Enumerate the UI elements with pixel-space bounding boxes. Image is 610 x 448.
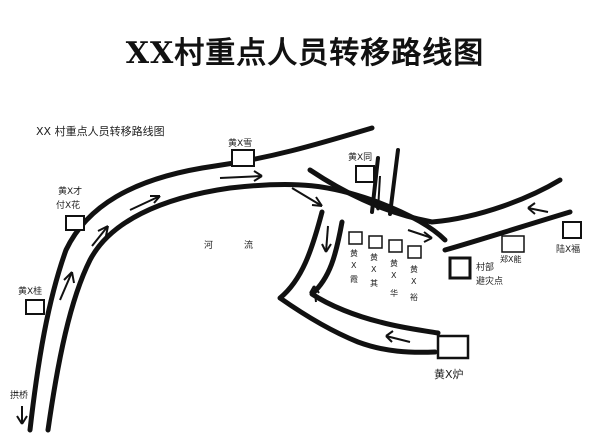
house-huang-gui xyxy=(25,299,45,315)
label-river-2: 流 xyxy=(244,239,253,251)
label-bridge: 拱桥 xyxy=(10,389,28,401)
road-east-lower xyxy=(442,209,573,253)
label-fu-hua: 付X花 xyxy=(56,199,80,211)
house-huang-yu xyxy=(407,245,422,259)
label-huang-yu-2: X xyxy=(411,277,417,286)
label-huang-hua-2: X xyxy=(391,271,397,280)
label-huang-lu: 黄X炉 xyxy=(434,367,464,381)
house-huang-qi xyxy=(368,235,383,249)
label-shelter-1: 村部 xyxy=(476,261,494,273)
label-shelter-2: 避灾点 xyxy=(476,275,503,287)
house-huang-lu xyxy=(436,334,470,360)
label-huang-yu-3: 裕 xyxy=(410,292,418,302)
road-east-upper xyxy=(307,167,563,225)
house-zheng-neng xyxy=(501,235,525,253)
house-lu-fu xyxy=(562,221,582,239)
label-lu-fu: 陆X福 xyxy=(556,243,580,255)
label-river-1: 河 xyxy=(204,239,213,251)
label-huang-cai: 黄X才 xyxy=(58,185,82,197)
label-huang-qi-3: 其 xyxy=(370,279,378,288)
label-huang-qi-1: 黄 xyxy=(370,252,378,262)
house-huang-xia xyxy=(348,231,363,245)
label-huang-gui: 黄X桂 xyxy=(18,285,42,297)
label-huang-tong: 黄X同 xyxy=(348,151,372,163)
house-huang-tong xyxy=(355,165,375,183)
label-huang-xia-3: 霞 xyxy=(350,275,358,284)
house-huang-cai xyxy=(65,215,85,231)
house-huang-xue xyxy=(231,149,255,167)
road-north-branch-a xyxy=(370,156,380,214)
road-north-branch-b xyxy=(388,148,400,216)
map-caption: XX 村重点人员转移路线图 xyxy=(36,124,165,138)
label-huang-xia-2: X xyxy=(351,261,357,270)
label-huang-yu-1: 黄 xyxy=(410,264,418,274)
shelter-box xyxy=(448,256,472,280)
road-main-outer xyxy=(27,125,375,433)
road-south-outer xyxy=(277,209,438,355)
label-huang-qi-2: X xyxy=(371,265,377,274)
house-huang-hua xyxy=(388,239,403,253)
road-main-inner xyxy=(45,181,448,433)
label-huang-xue: 黄X雪 xyxy=(228,137,252,149)
label-zheng-neng: 郑X能 xyxy=(500,254,521,264)
label-huang-xia-1: 黄 xyxy=(350,248,358,258)
label-huang-hua-1: 黄 xyxy=(390,258,398,268)
page-title: XX村重点人员转移路线图 xyxy=(125,36,485,71)
label-huang-hua-3: 华 xyxy=(390,288,398,298)
road-south-inner xyxy=(309,219,441,336)
